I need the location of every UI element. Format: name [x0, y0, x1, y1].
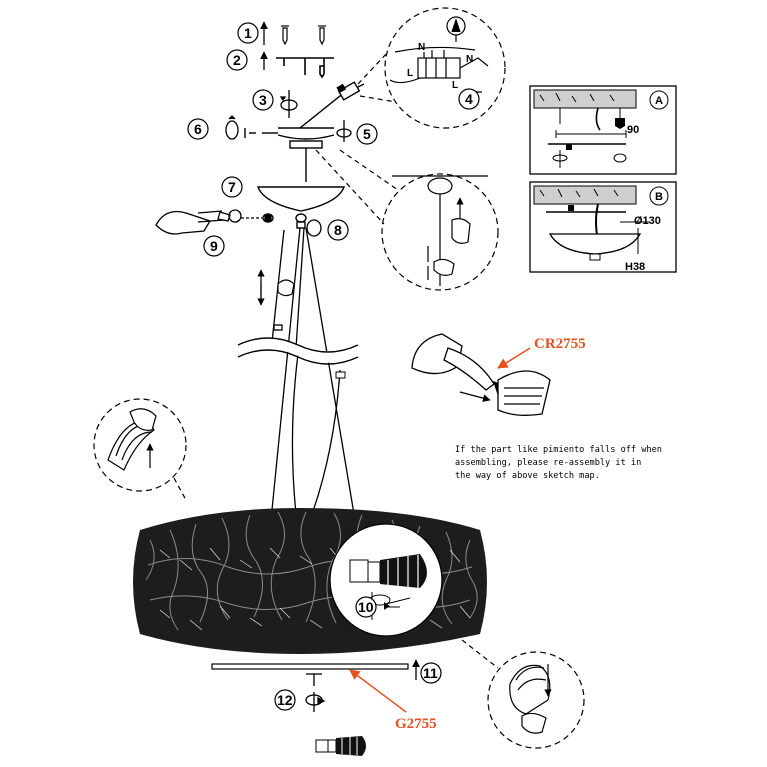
panel-b-height: H38 [625, 261, 645, 273]
bulb-install-zoom [329, 523, 443, 637]
panel-b [529, 181, 677, 273]
panel-b-label: B [655, 191, 663, 203]
step6-rotate-icon [225, 115, 239, 140]
note-line-3: the way of above sketch map. [455, 471, 600, 481]
panel-a-dimension: 90 [627, 124, 639, 136]
step-10: 10 [358, 599, 374, 615]
spare-bulb-icon [315, 736, 366, 756]
cable-gripper [335, 371, 346, 379]
diffuser-plate [256, 186, 346, 229]
canopy-assembly [244, 81, 365, 182]
cr-callout-arrow [497, 347, 531, 369]
step-9: 9 [210, 238, 218, 254]
live-label-1: L [407, 68, 413, 79]
left-detail-zoom [93, 398, 187, 501]
step-3: 3 [259, 92, 267, 108]
wiring-terminal-zoom [357, 7, 506, 129]
step-4: 4 [465, 91, 473, 107]
panel-b-diameter: Ø130 [634, 215, 661, 227]
step-1: 1 [244, 25, 252, 41]
step-6: 6 [194, 121, 202, 137]
part-code-upper: CR2755 [534, 336, 586, 352]
neutral-label-1: N [418, 42, 425, 53]
ceiling-bracket [276, 57, 334, 79]
canopy-hand-zoom [315, 149, 499, 291]
cable-cut-break [237, 337, 359, 365]
step8-rotate-icon [306, 219, 322, 237]
right-detail-zoom [461, 639, 585, 749]
step-5: 5 [363, 126, 371, 142]
note-line-2: assembling, please re-assembly it in [455, 458, 641, 468]
rotate-screw-icon [279, 90, 298, 118]
live-label-2: L [452, 80, 458, 91]
g-callout-arrow [349, 669, 407, 713]
step-11: 11 [423, 665, 438, 681]
note-line-1: If the part like pimiento falls off when [455, 445, 662, 455]
glass-rod-part [211, 663, 409, 670]
suspension-cables [269, 227, 356, 531]
step-7: 7 [228, 179, 236, 195]
hand-attach-piece-icon [411, 333, 551, 416]
step-2: 2 [233, 52, 241, 68]
step5-rotate-icon [336, 120, 352, 142]
hand-crimping-icon [155, 209, 272, 235]
panel-a [529, 85, 677, 175]
step-12: 12 [277, 692, 293, 708]
step-badges [187, 22, 480, 711]
adjust-height-hand-icon [257, 269, 295, 306]
finial-screw-icon [305, 673, 326, 712]
mounting-screws-icon [281, 25, 326, 46]
part-code-lower: G2755 [395, 716, 437, 732]
neutral-label-2: N [466, 54, 473, 65]
step-8: 8 [334, 222, 342, 238]
panel-a-label: A [655, 95, 663, 107]
